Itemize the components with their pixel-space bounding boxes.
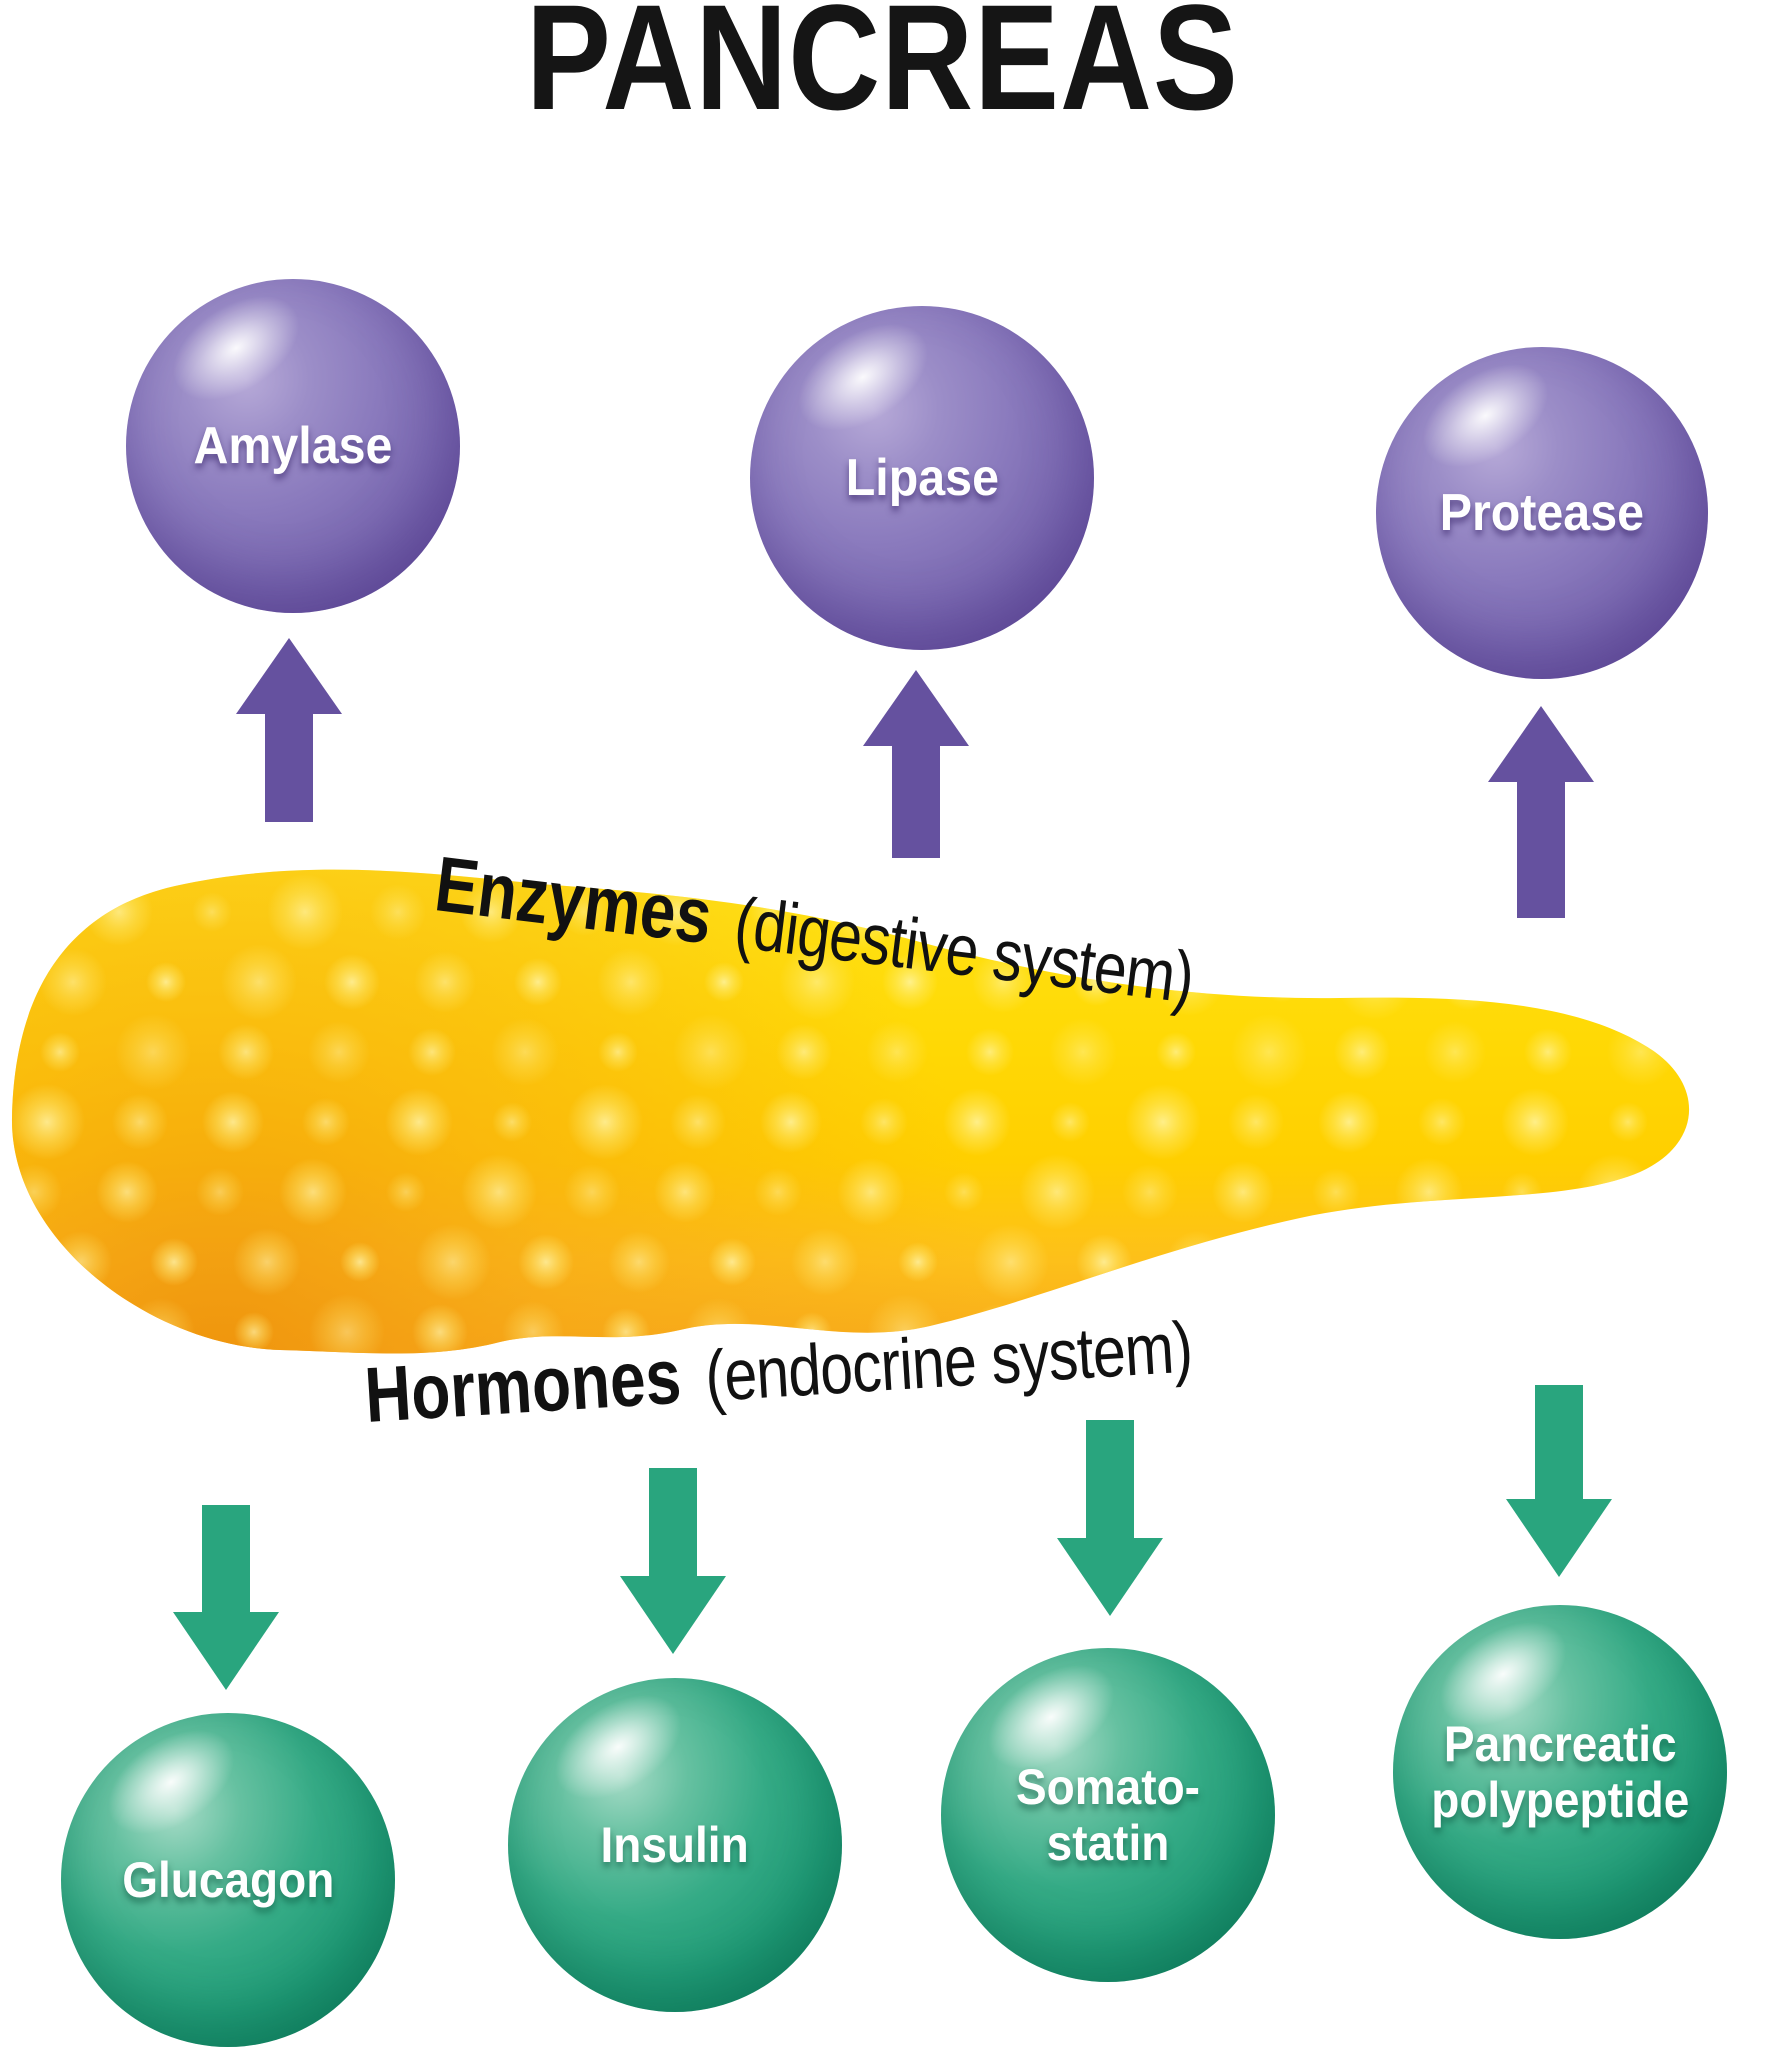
hormone-label: Pancreatic polypeptide (1430, 1716, 1690, 1828)
arrow-head-icon (173, 1612, 279, 1690)
hormone-bubble-pancreatic-polypeptide: Pancreatic polypeptide (1393, 1600, 1727, 1939)
enzyme-label: Lipase (845, 448, 999, 507)
arrow-head-icon (1506, 1499, 1612, 1577)
arrow-glucagon (173, 1505, 279, 1690)
arrow-head-icon (620, 1576, 726, 1654)
arrow-lipase (863, 670, 969, 858)
arrow-pancreatic-polypeptide (1506, 1385, 1612, 1577)
arrow-head-icon (236, 638, 342, 714)
arrow-shaft (892, 746, 940, 858)
hormone-bubble-glucagon: Glucagon (61, 1708, 395, 2047)
hormones-heading: Hormones (362, 1331, 684, 1439)
arrow-shaft (265, 714, 313, 822)
arrow-shaft (1517, 782, 1565, 918)
hormone-bubble-somatostatin: Somato- statin (941, 1643, 1275, 1982)
enzyme-bubble-protease: Protease (1376, 342, 1708, 679)
page-title: PANCREAS (526, 0, 1239, 141)
enzyme-bubble-lipase: Lipase (750, 301, 1094, 650)
hormone-label: Glucagon (121, 1852, 335, 1908)
arrow-shaft (1535, 1385, 1583, 1499)
arrow-shaft (1086, 1420, 1134, 1538)
arrow-somatostatin (1057, 1420, 1163, 1616)
arrow-head-icon (863, 670, 969, 746)
arrow-head-icon (1057, 1538, 1163, 1616)
hormone-label: Somato- statin (1016, 1759, 1200, 1871)
hormone-label: Insulin (600, 1817, 750, 1873)
hormone-bubble-insulin: Insulin (508, 1673, 842, 2012)
arrow-amylase (236, 638, 342, 822)
enzyme-bubble-amylase: Amylase (126, 274, 460, 613)
arrow-protease (1488, 706, 1594, 918)
arrow-shaft (202, 1505, 250, 1612)
enzyme-label: Protease (1439, 483, 1645, 542)
enzyme-label: Amylase (193, 416, 393, 475)
arrow-shaft (649, 1468, 697, 1576)
arrow-insulin (620, 1468, 726, 1654)
arrow-head-icon (1488, 706, 1594, 782)
